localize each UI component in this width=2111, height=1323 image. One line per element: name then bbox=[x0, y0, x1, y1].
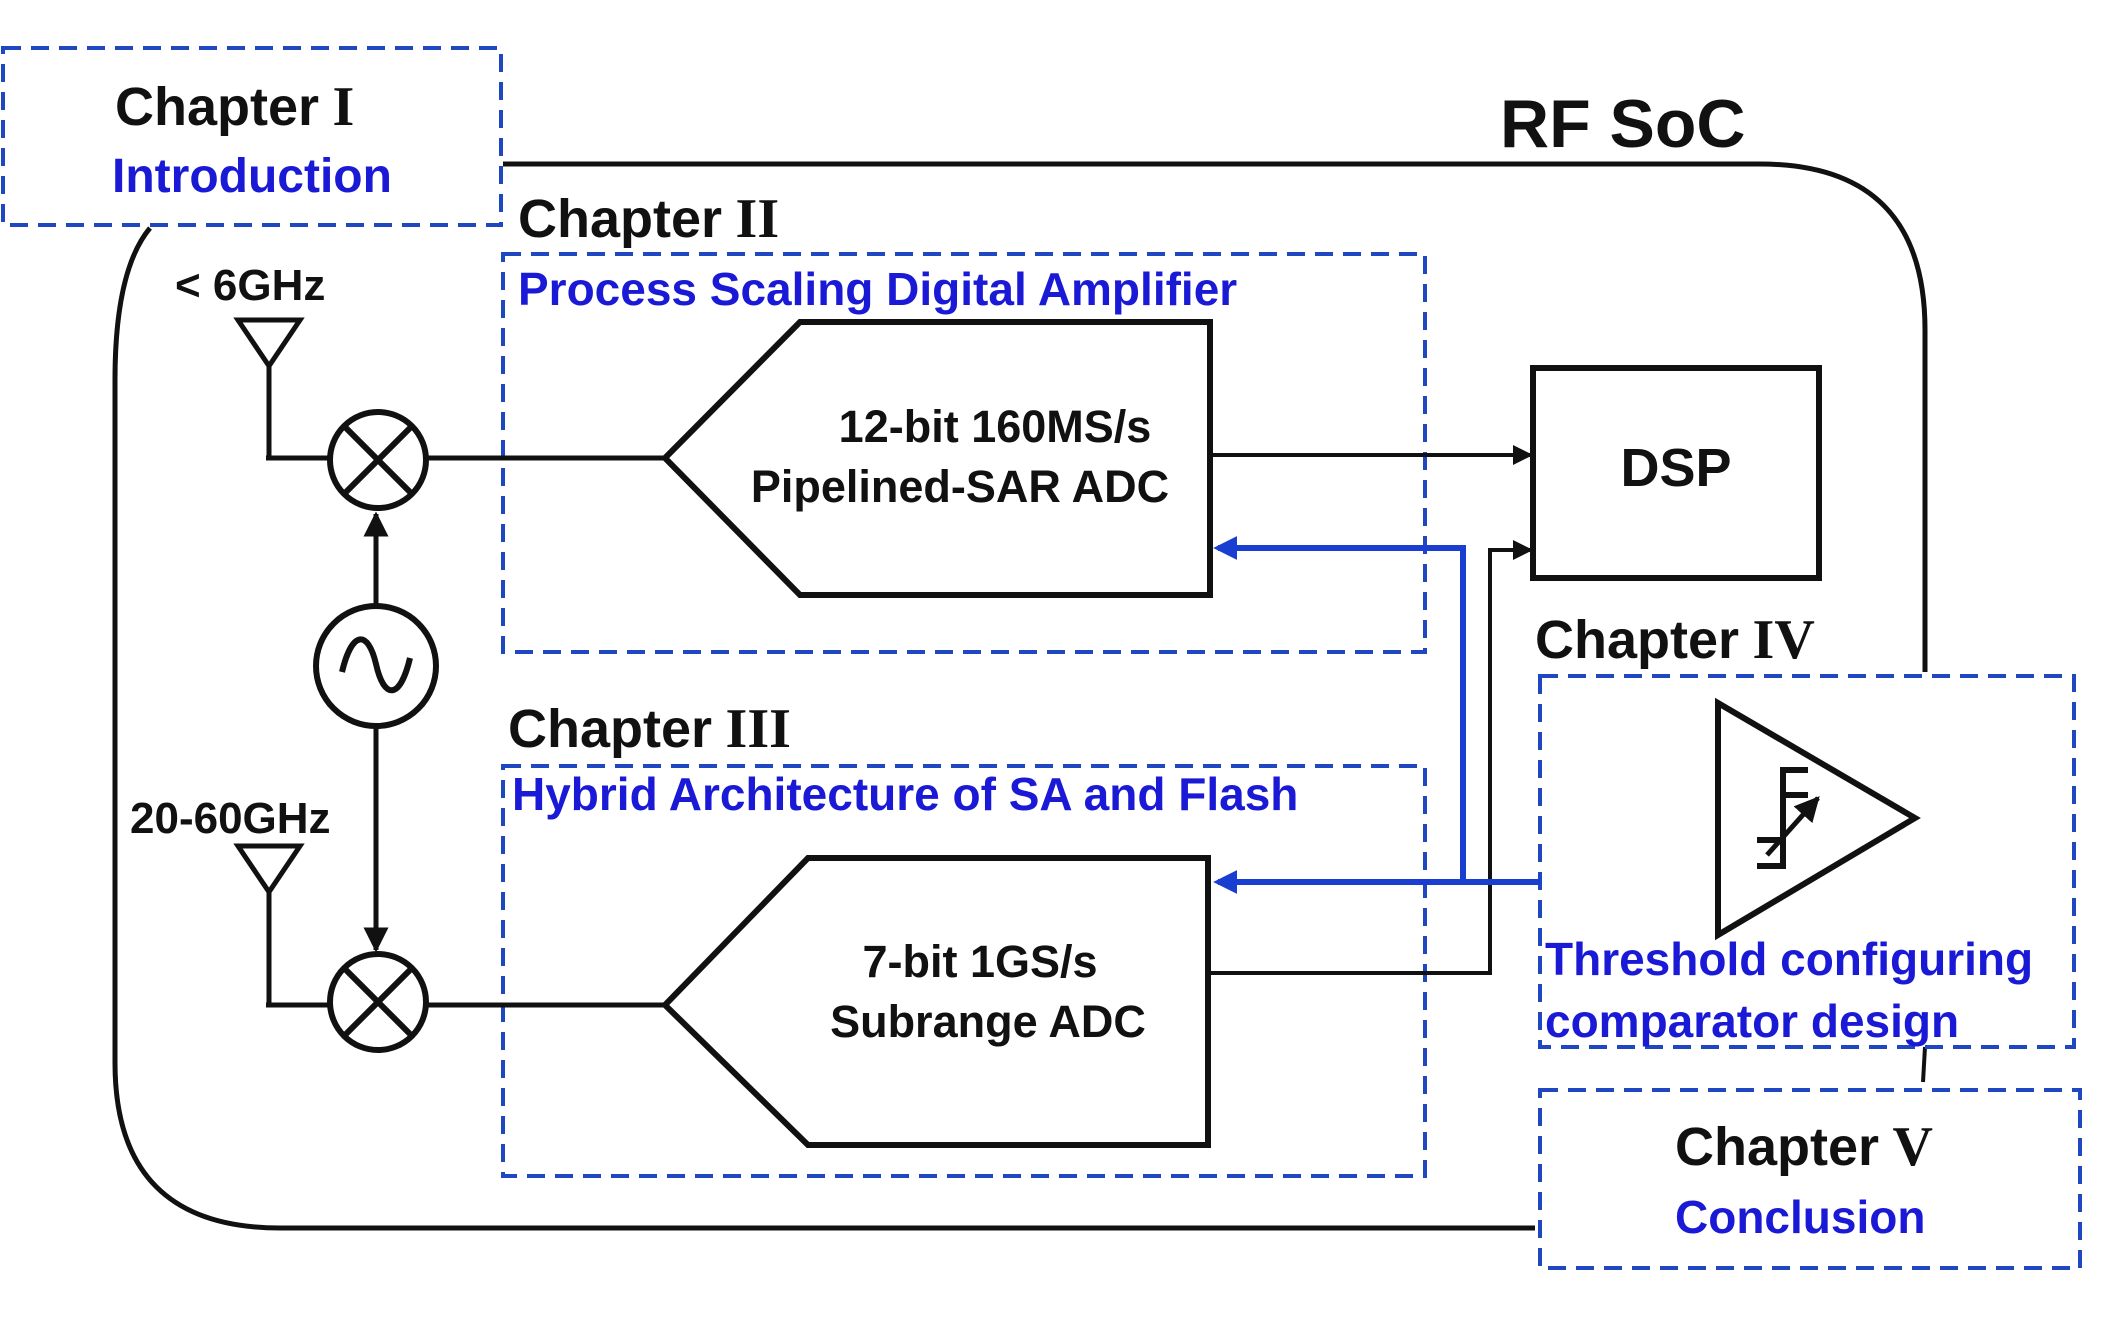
mixer-top-icon bbox=[327, 409, 429, 511]
chapter-1-subtitle: Introduction bbox=[112, 150, 392, 203]
chapter-2-title: Chapter II bbox=[518, 188, 779, 250]
antenna-triangle-icon bbox=[233, 317, 305, 371]
chapter-4-subtitle-line1: Threshold configuring bbox=[1545, 933, 2033, 985]
chapter-4-box bbox=[1538, 674, 2076, 1049]
adc-top-label-line1: 12-bit 160MS/s bbox=[839, 401, 1152, 452]
adc-top-block bbox=[660, 319, 1213, 598]
chapter-5-box bbox=[1538, 1088, 2082, 1270]
rf-soc-label: RF SoC bbox=[1500, 86, 1746, 162]
feedback-line-top bbox=[1213, 536, 1466, 882]
adc-bottom-label-line2: Subrange ADC bbox=[830, 996, 1146, 1047]
frame-link-ch4-ch5 bbox=[1921, 1046, 1927, 1083]
chapter-1-box bbox=[1, 46, 503, 227]
antenna-top-label: < 6GHz bbox=[175, 261, 325, 310]
dsp-block bbox=[1530, 365, 1822, 581]
chapter-5-subtitle: Conclusion bbox=[1675, 1191, 1925, 1243]
mixer-bottom-icon bbox=[327, 951, 429, 1053]
chapter-3-subtitle: Hybrid Architecture of SA and Flash bbox=[512, 768, 1298, 820]
adc-bottom-label-line1: 7-bit 1GS/s bbox=[862, 936, 1097, 987]
hysteresis-comparator-icon bbox=[1715, 697, 1921, 941]
adc-bottom-block bbox=[660, 855, 1211, 1148]
rf-soc-frame bbox=[112, 161, 1928, 1231]
dsp-label: DSP bbox=[1620, 438, 1731, 498]
chapter-4-subtitle-line2: comparator design bbox=[1545, 995, 1959, 1047]
chapter-5-title: Chapter V bbox=[1675, 1116, 1933, 1178]
antenna-triangle-icon bbox=[233, 843, 305, 897]
chapter-1-title: Chapter I bbox=[115, 76, 354, 138]
adc-top-label-line2: Pipelined-SAR ADC bbox=[751, 461, 1169, 512]
chapter-4-title: Chapter IV bbox=[1535, 609, 1815, 671]
antenna-bottom-label: 20-60GHz bbox=[130, 794, 331, 843]
chapter-2-subtitle: Process Scaling Digital Amplifier bbox=[518, 263, 1237, 315]
sine-oscillator-icon bbox=[313, 603, 439, 729]
chapter-3-title: Chapter III bbox=[508, 698, 791, 760]
